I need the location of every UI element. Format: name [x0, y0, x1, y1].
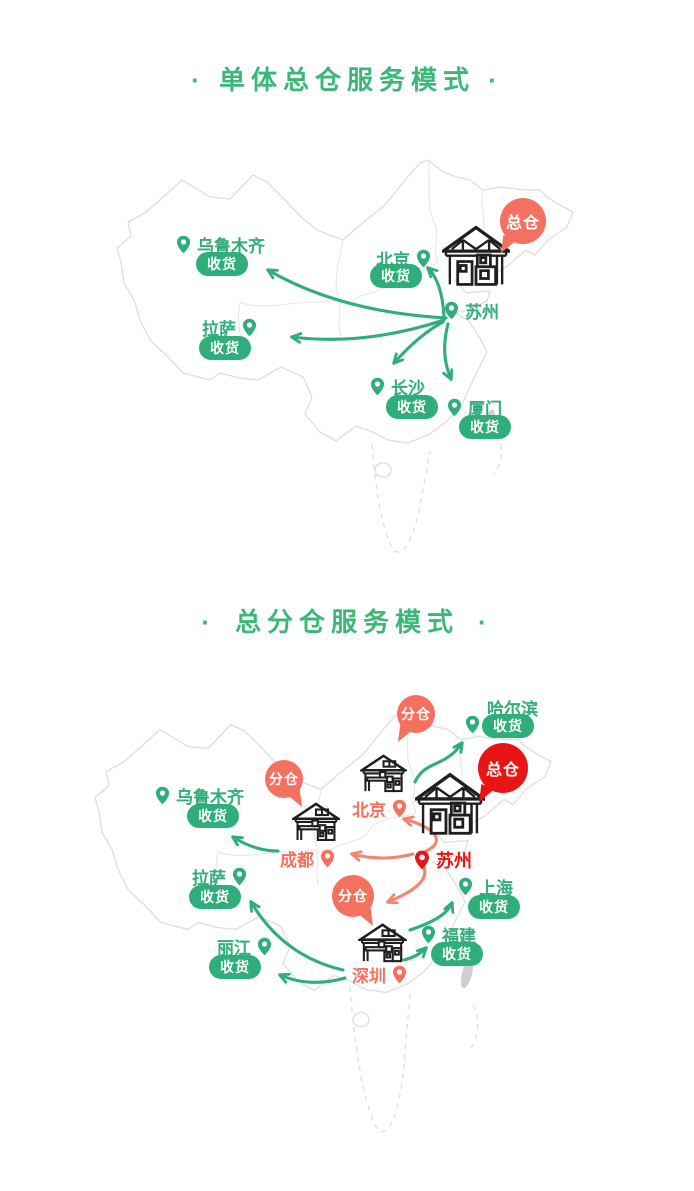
branch-warehouse-icon: [292, 801, 340, 842]
distribution-arrows: [268, 268, 451, 379]
receive-tag: 收货: [386, 395, 438, 419]
section-single-central-warehouse: · 单体总仓服务模式 · 总仓: [0, 0, 694, 585]
pin-icon: [444, 301, 459, 320]
pin-icon: [447, 398, 462, 417]
branch-warehouse-badge: 分仓: [397, 695, 435, 742]
section-central-branch-warehouse: · 总分仓服务模式 ·: [0, 585, 694, 1191]
pin-icon: [242, 318, 257, 337]
branch-warehouse-badge: 分仓: [265, 760, 303, 807]
city-marker: 乌鲁木齐: [155, 783, 244, 808]
pin-icon: [416, 249, 431, 268]
receive-tag: 收货: [370, 264, 422, 288]
city-marker: [465, 715, 480, 734]
city-name: 丽江: [217, 939, 251, 958]
city-name: 拉萨: [192, 869, 226, 888]
branch-warehouse-badge: 分仓: [332, 875, 374, 926]
receive-tag: 收货: [431, 942, 483, 966]
pin-icon: [155, 786, 170, 805]
city-marker: 苏州: [414, 847, 472, 873]
receive-tag: 收货: [209, 955, 261, 979]
receive-tag: 收货: [482, 714, 534, 738]
receive-tag: 收货: [187, 804, 239, 828]
city-name: 苏州: [465, 303, 499, 322]
pin-icon: [458, 877, 473, 896]
central-warehouse-badge: 总仓: [478, 743, 528, 802]
branch-warehouse-icon: [358, 922, 407, 963]
city-name: 苏州: [436, 851, 472, 871]
pin-icon: [392, 799, 407, 818]
city-marker: 成都: [280, 846, 335, 871]
central-warehouse-icon: [442, 223, 510, 287]
china-map: [116, 159, 574, 553]
city-marker: 苏州: [444, 298, 499, 323]
city-name: 乌鲁木齐: [197, 237, 265, 256]
receive-tag: 收货: [199, 336, 251, 360]
city-name: 深圳: [352, 967, 386, 986]
section-title: · 总分仓服务模式 ·: [201, 607, 493, 637]
city-marker: 长沙: [370, 374, 425, 399]
city-name: 长沙: [391, 379, 425, 398]
city-marker: 深圳: [352, 962, 407, 987]
pin-icon: [232, 867, 247, 886]
pin-icon: [370, 377, 385, 396]
south-sea-dashed-line: [349, 986, 479, 1133]
city-name: 乌鲁木齐: [176, 788, 244, 807]
china-map: [94, 708, 552, 1133]
pin-icon: [414, 850, 430, 870]
city-marker: 乌鲁木齐: [176, 232, 265, 257]
city-name: 厦门: [468, 400, 502, 419]
city-marker: 北京: [352, 796, 407, 821]
pin-icon: [257, 937, 272, 956]
city-marker: 拉萨: [202, 315, 257, 340]
pin-icon: [176, 235, 191, 254]
pin-icon: [465, 715, 480, 734]
city-name: 福建: [442, 927, 476, 946]
branch-warehouse-icon: [360, 753, 407, 793]
pin-icon: [421, 925, 436, 944]
city-name: 拉萨: [202, 320, 236, 339]
pin-icon: [392, 965, 407, 984]
city-name: 北京: [352, 801, 386, 820]
branch-distribution-arrows: [233, 743, 462, 984]
city-marker: 上海: [458, 874, 513, 899]
central-warehouse-badge: 总仓: [500, 198, 546, 253]
city-marker: 厦门: [447, 395, 502, 420]
section-title: · 单体总仓服务模式 ·: [191, 65, 503, 95]
receive-tag: 收货: [196, 252, 248, 276]
south-sea-dashed-line: [371, 434, 503, 553]
central-warehouse-icon: [415, 770, 485, 836]
city-marker: 拉萨: [192, 864, 247, 889]
city-name: 成都: [280, 851, 314, 870]
city-name: 上海: [479, 879, 513, 898]
receive-tag: 收货: [189, 885, 241, 909]
city-marker: 丽江: [217, 934, 272, 959]
pin-icon: [320, 849, 335, 868]
city-marker: 福建: [421, 922, 476, 947]
receive-tag: 收货: [468, 895, 520, 919]
receive-tag: 收货: [459, 415, 511, 439]
